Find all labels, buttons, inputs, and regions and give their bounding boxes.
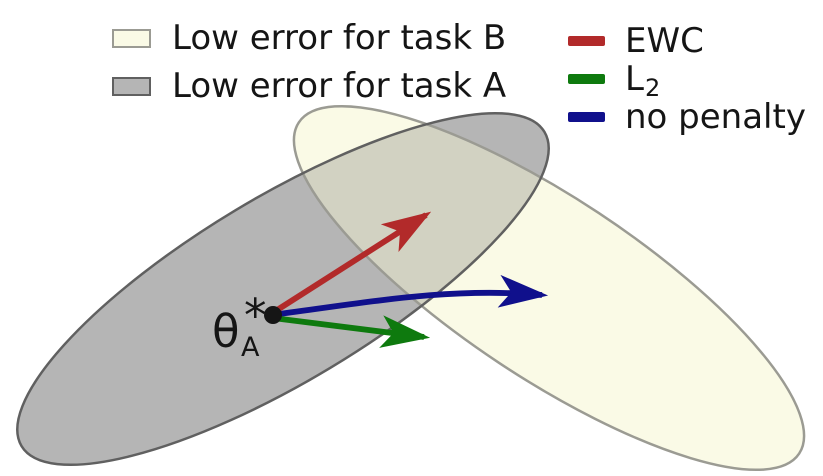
task-b-swatch-icon xyxy=(112,28,151,48)
legend-row-task-a: Low error for task A xyxy=(112,66,506,106)
theta-subscript: A xyxy=(241,332,260,363)
l2-line-swatch-icon xyxy=(568,74,605,84)
task-b-legend-label: Low error for task B xyxy=(172,18,507,58)
theta-symbol: θ xyxy=(212,305,240,358)
theta-a-star-point xyxy=(264,306,282,324)
region-legend: Low error for task B Low error for task … xyxy=(112,18,506,114)
ewc-legend-label: EWC xyxy=(625,21,704,61)
no-penalty-legend-label: no penalty xyxy=(625,97,806,137)
no-penalty-arrow xyxy=(271,274,549,318)
task-a-swatch-icon xyxy=(112,76,151,96)
theta-a-star-label: θ A * xyxy=(212,289,267,363)
task-a-legend-label: Low error for task A xyxy=(172,66,507,106)
legend-row-l2: L2 xyxy=(568,59,806,102)
theta-superscript: * xyxy=(244,289,267,342)
no-penalty-line-swatch-icon xyxy=(568,112,605,122)
method-legend: EWC L2 no penalty xyxy=(568,22,806,136)
task-b-ellipse-outline xyxy=(292,104,806,472)
legend-row-ewc: EWC xyxy=(568,22,806,60)
task-a-ellipse-outline xyxy=(16,111,550,467)
legend-row-no-penalty: no penalty xyxy=(568,98,806,136)
l2-legend-subscript: 2 xyxy=(644,74,661,102)
ewc-line-swatch-icon xyxy=(568,36,605,46)
l2-legend-label: L2 xyxy=(625,59,661,102)
ewc-arrow xyxy=(272,211,432,315)
l2-arrow xyxy=(272,315,431,348)
legend-row-task-b: Low error for task B xyxy=(112,18,506,58)
